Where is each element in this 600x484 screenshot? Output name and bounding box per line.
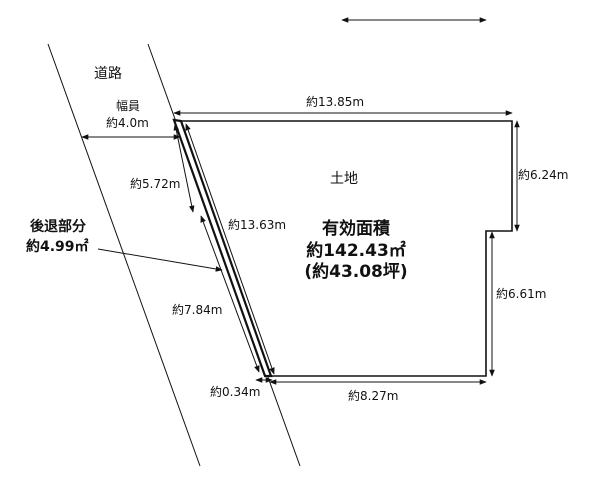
setback-leader-arrow bbox=[97, 248, 223, 272]
effective-area-title: 有効面積 bbox=[322, 218, 391, 239]
setback-title: 後退部分 bbox=[30, 218, 86, 235]
land-label: 土地 bbox=[330, 171, 358, 187]
bottom-small-dim-label: 約0.34m bbox=[210, 384, 260, 399]
road-label: 道路 bbox=[94, 66, 122, 82]
setback-area: 約4.99㎡ bbox=[26, 238, 89, 255]
diagonal-dim-label: 約13.63m bbox=[228, 217, 286, 232]
top-dim-label: 約13.85m bbox=[306, 94, 364, 109]
left-lower-dim-label: 約7.84m bbox=[172, 302, 222, 317]
effective-area-sqm: 約142.43㎡ bbox=[306, 240, 406, 261]
left-upper-dim-label: 約5.72m bbox=[130, 176, 180, 191]
road-width-value: 約4.0m bbox=[106, 115, 149, 130]
right-upper-dim-label: 約6.24m bbox=[518, 167, 568, 182]
diagonal-dim-line bbox=[185, 123, 275, 375]
effective-area-tsubo: (約43.08坪) bbox=[304, 261, 407, 282]
setback-strip bbox=[172, 118, 273, 378]
left-upper-dim-line bbox=[173, 123, 195, 213]
road-edge-left bbox=[47, 43, 201, 467]
bottom-dim-label: 約8.27m bbox=[348, 388, 398, 403]
left-lower-dim-line bbox=[200, 215, 260, 373]
road-width-title: 幅員 bbox=[116, 98, 140, 113]
right-lower-dim-label: 約6.61m bbox=[496, 286, 546, 301]
